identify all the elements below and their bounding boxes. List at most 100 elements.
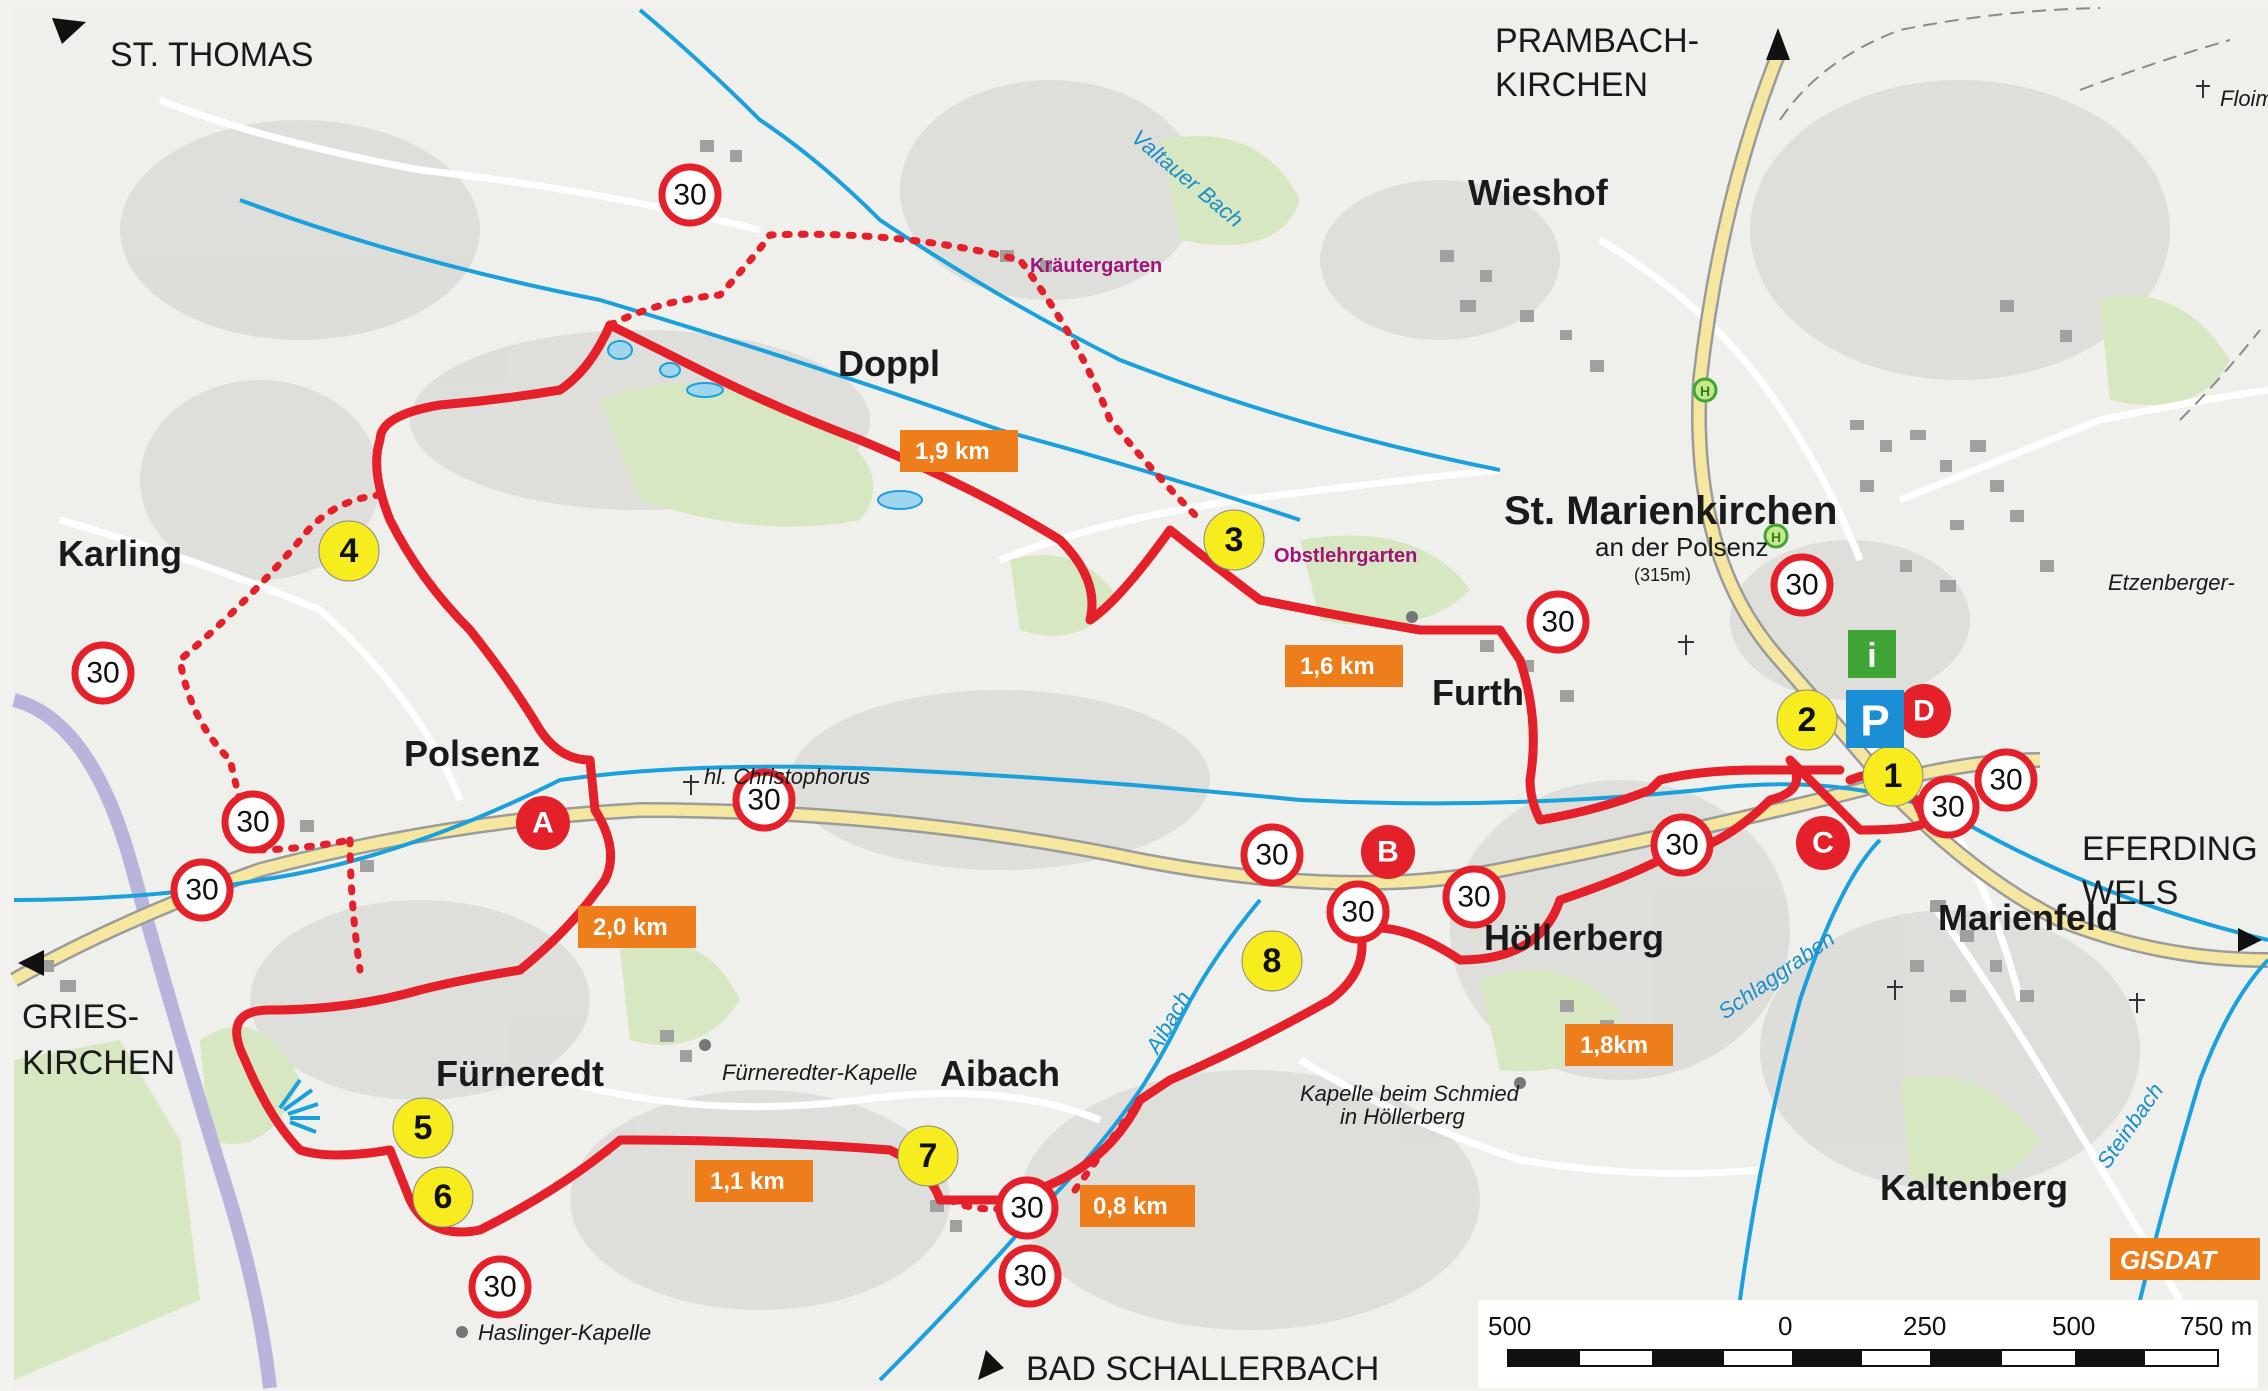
waypoint: 3	[1203, 509, 1265, 571]
speed-limit-sign: 30	[732, 768, 796, 832]
station-letter: A	[532, 807, 554, 840]
arrow-east-icon	[2238, 928, 2262, 952]
label-an-der-polsenz: an der Polsenz	[1595, 532, 1768, 562]
speed-limit-value: 30	[185, 874, 218, 907]
label-furth: Furth	[1432, 672, 1524, 713]
viewpoint-icon	[278, 1078, 320, 1134]
arrow-west-icon	[18, 950, 44, 976]
waypoint-number: 3	[1225, 521, 1244, 559]
speed-limit-sign: 30	[998, 1244, 1062, 1308]
scale-bar: 500 0 250 500 750 m	[1478, 1300, 2258, 1388]
waypoint-number: 1	[1884, 757, 1903, 795]
label-marienfeld: Marienfeld	[1938, 897, 2118, 938]
speed-limit-sign: 30	[468, 1255, 532, 1319]
speed-limit-value: 30	[673, 179, 706, 212]
arrow-northwest-icon	[52, 18, 86, 44]
label-kapelle-schmied-2: in Höllerberg	[1340, 1104, 1465, 1129]
waypoint-number: 5	[414, 1109, 433, 1147]
waypoints: 1 2 3 4 5 6 7 8	[318, 509, 1924, 1228]
arrow-southwest-icon	[978, 1350, 1004, 1380]
scale-label: 750 m	[2180, 1311, 2252, 1341]
label-furneredter-kapelle: Fürneredter-Kapelle	[722, 1060, 917, 1085]
waypoint: 4	[318, 520, 380, 582]
label-krautergarten: Kräutergarten	[1030, 255, 1162, 277]
bus-stop-icon: H	[1692, 377, 1718, 403]
station-letter: B	[1377, 836, 1399, 869]
distance-box: 1,6 km	[1285, 645, 1403, 687]
label-karling: Karling	[58, 533, 182, 574]
distance-box: 1,1 km	[695, 1160, 813, 1202]
place-labels: ST. THOMAS PRAMBACH- KIRCHEN Wieshof Dop…	[22, 22, 2268, 1388]
distance-box: 1,8km	[1565, 1024, 1673, 1066]
speed-limit-value: 30	[1989, 764, 2022, 797]
station: C	[1796, 816, 1850, 870]
station: D	[1897, 684, 1951, 738]
scale-label: 250	[1903, 1311, 1946, 1341]
label-hollerberg: Höllerberg	[1484, 917, 1664, 958]
speed-limit-sign: 30	[1770, 553, 1834, 617]
route-upper-segment	[605, 320, 1845, 825]
speed-limit-value: 30	[1255, 839, 1288, 872]
poi-labels: Kräutergarten Obstlehrgarten hl. Christo…	[478, 255, 1520, 1345]
label-obstlehrgarten: Obstlehrgarten	[1274, 545, 1417, 567]
station: A	[516, 796, 570, 850]
bus-stop-letter: H	[1771, 529, 1781, 545]
speed-limit-value: 30	[1665, 829, 1698, 862]
speed-limit-value: 30	[483, 1271, 516, 1304]
label-wels: WELS	[2082, 874, 2178, 912]
label-kapelle-schmied: Kapelle beim Schmied	[1300, 1081, 1520, 1106]
station: B	[1361, 825, 1415, 879]
distance-label: 1,8km	[1580, 1032, 1648, 1059]
ponds	[607, 340, 923, 510]
district-boundary	[12, 693, 277, 1389]
speed-limit-sign: 30	[71, 641, 135, 705]
speed-limit-sign: 30	[1240, 823, 1304, 887]
speed-limit-sign: 30	[1526, 590, 1590, 654]
parking-icon-glyph: P	[1860, 697, 1889, 746]
waypoint: 2	[1776, 689, 1838, 751]
distance-box: 0,8 km	[1080, 1185, 1195, 1227]
label-christophorus: hl. Christophorus	[704, 764, 870, 789]
waypoint: 6	[412, 1166, 474, 1228]
waypoint-number: 4	[340, 532, 359, 570]
route-main-loop	[232, 320, 1932, 1237]
label-furneredt: Fürneredt	[436, 1053, 604, 1094]
waypoint: 8	[1241, 930, 1303, 992]
speed-limit-sign: 30	[221, 790, 285, 854]
label-grieskirchen-2: KIRCHEN	[22, 1044, 175, 1082]
speed-limit-value: 30	[1785, 569, 1818, 602]
label-aibach: Aibach	[940, 1053, 1060, 1094]
distance-label: 2,0 km	[593, 914, 668, 941]
label-floim: Floim	[2220, 86, 2268, 111]
distance-markers: 1,9 km 1,6 km 2,0 km 1,8km 1,1 km 0,8 km	[578, 430, 1673, 1227]
waypoint-number: 6	[434, 1178, 453, 1216]
speed-limit-sign: 30	[658, 163, 722, 227]
distance-label: 0,8 km	[1093, 1193, 1168, 1220]
speed-limit-value: 30	[747, 784, 780, 817]
gisdat-logo-text: GISDAT	[2120, 1245, 2218, 1275]
distance-label: 1,6 km	[1300, 653, 1375, 680]
info-icon: i	[1848, 630, 1896, 678]
waypoint-number: 2	[1798, 701, 1817, 739]
forest-areas	[14, 136, 2230, 1380]
chapel-icon	[456, 611, 1526, 1338]
speed-limit-value: 30	[236, 806, 269, 839]
speed-limit-sign: 30	[1326, 880, 1390, 944]
bus-stop-icon: H	[1763, 523, 1789, 549]
distance-label: 1,1 km	[710, 1168, 785, 1195]
speed-limit-value: 30	[1457, 881, 1490, 914]
label-st-marienkirchen: St. Marienkirchen	[1504, 489, 1837, 533]
waypoint-number: 7	[919, 1137, 938, 1175]
speed-limit-value: 30	[1013, 1260, 1046, 1293]
speed-limit-value: 30	[1931, 791, 1964, 824]
direction-arrows	[18, 18, 2262, 1380]
label-st-thomas: ST. THOMAS	[110, 36, 313, 74]
speed-limit-sign: 30	[170, 858, 234, 922]
waypoint-number: 8	[1263, 942, 1282, 980]
label-prambach: PRAMBACH-	[1495, 22, 1699, 60]
cross-icon	[683, 80, 2210, 1013]
track-lines	[1779, 7, 2261, 421]
speed-limit-sign: 30	[1650, 813, 1714, 877]
speed-limit-value: 30	[1010, 1192, 1043, 1225]
